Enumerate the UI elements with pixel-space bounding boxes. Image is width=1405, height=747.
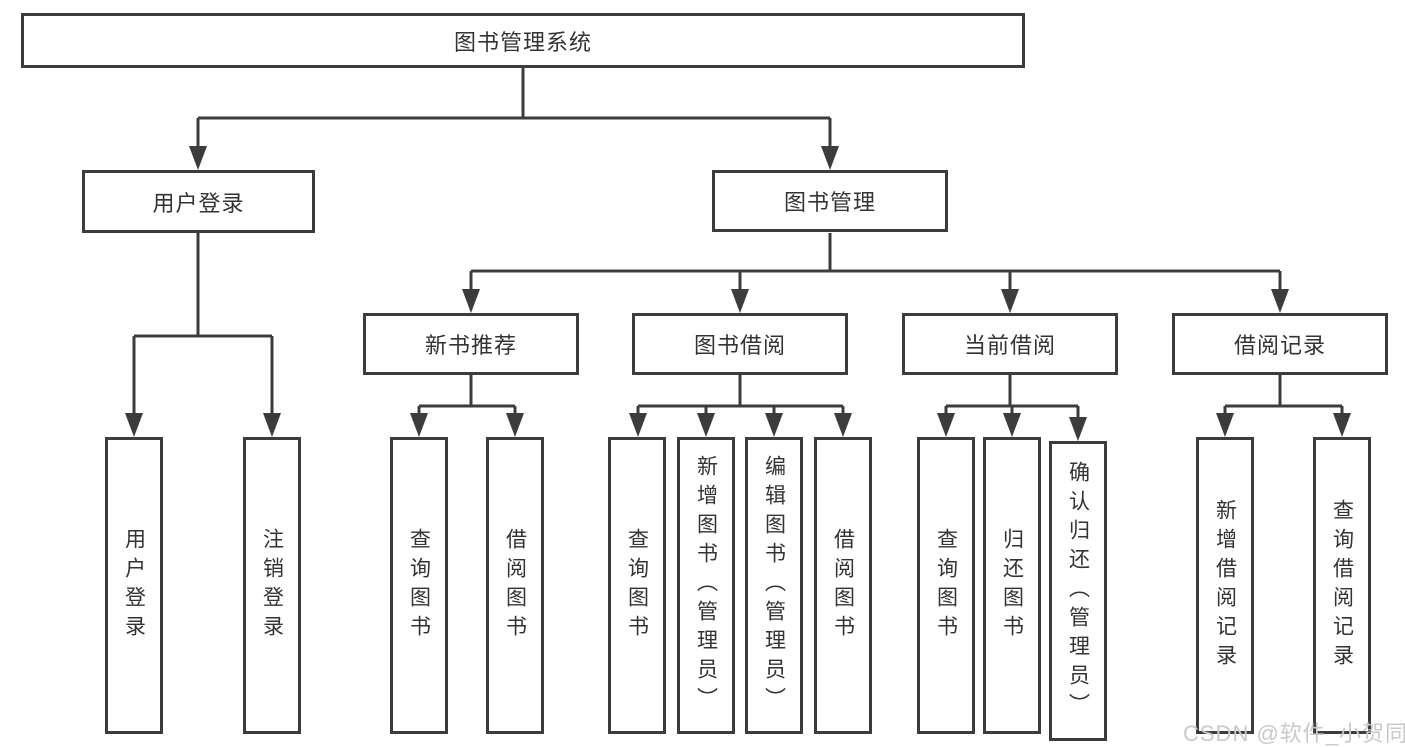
node-root-system: 图书管理系统 [21, 13, 1025, 68]
leaf-label: 查询图书 [407, 527, 431, 644]
node-label: 图书管理系统 [453, 29, 592, 55]
leaf-label: 归还图书 [1000, 527, 1024, 644]
leaf-add-borrow-record: 新增借阅记录 [1196, 437, 1254, 734]
leaf-label: 查询图书 [625, 527, 649, 644]
leaf-label: 查询图书 [934, 527, 958, 644]
leaf-borrow-book: 借阅图书 [814, 437, 872, 734]
leaf-label: 新增借阅记录 [1213, 498, 1237, 673]
connector-recommend-to-leaves [417, 375, 517, 415]
leaf-logout: 注销登录 [243, 437, 301, 734]
connector-borrow-to-leaves [636, 375, 845, 415]
leaf-query-book-borrow: 查询图书 [608, 437, 666, 734]
leaf-query-book-current: 查询图书 [917, 437, 975, 734]
leaf-add-book-admin: 新增图书（管理员） [677, 437, 735, 734]
node-user-login: 用户登录 [82, 170, 315, 233]
node-label: 借阅记录 [1233, 333, 1326, 358]
node-label: 用户登录 [152, 190, 245, 216]
node-label: 图书管理 [783, 190, 876, 215]
leaf-label: 借阅图书 [503, 527, 527, 644]
node-label: 图书借阅 [693, 333, 786, 358]
node-book-management: 图书管理 [712, 170, 948, 232]
leaf-label: 用户登录 [122, 527, 146, 644]
leaf-label: 注销登录 [260, 527, 284, 644]
leaf-label: 借阅图书 [831, 527, 855, 644]
node-label: 新书推荐 [424, 333, 517, 358]
connector-userlogin-to-leaves [132, 233, 274, 414]
leaf-label: 确认归还（管理员） [1066, 460, 1090, 722]
connector-bookmgmt-to-level3 [469, 233, 1282, 291]
leaf-confirm-return-admin: 确认归还（管理员） [1049, 441, 1107, 741]
node-borrow-records: 借阅记录 [1172, 313, 1388, 375]
leaf-borrow-book-recommend: 借阅图书 [486, 437, 544, 734]
connector-records-to-leaves [1223, 375, 1344, 415]
leaf-query-borrow-record: 查询借阅记录 [1313, 437, 1371, 734]
connector-root-to-level2 [196, 68, 832, 146]
node-new-book-recommend: 新书推荐 [363, 313, 579, 375]
node-book-borrow: 图书借阅 [632, 313, 848, 375]
leaf-label: 查询借阅记录 [1330, 498, 1354, 673]
leaf-label: 编辑图书（管理员） [762, 455, 786, 716]
node-current-borrow: 当前借阅 [902, 313, 1118, 375]
leaf-label: 新增图书（管理员） [694, 455, 718, 716]
leaf-return-book: 归还图书 [983, 437, 1041, 734]
leaf-query-book-recommend: 查询图书 [390, 437, 448, 734]
leaf-user-login: 用户登录 [105, 437, 163, 734]
leaf-edit-book-admin: 编辑图书（管理员） [745, 437, 803, 734]
node-label: 当前借阅 [963, 333, 1056, 358]
connector-current-to-leaves [944, 375, 1080, 419]
